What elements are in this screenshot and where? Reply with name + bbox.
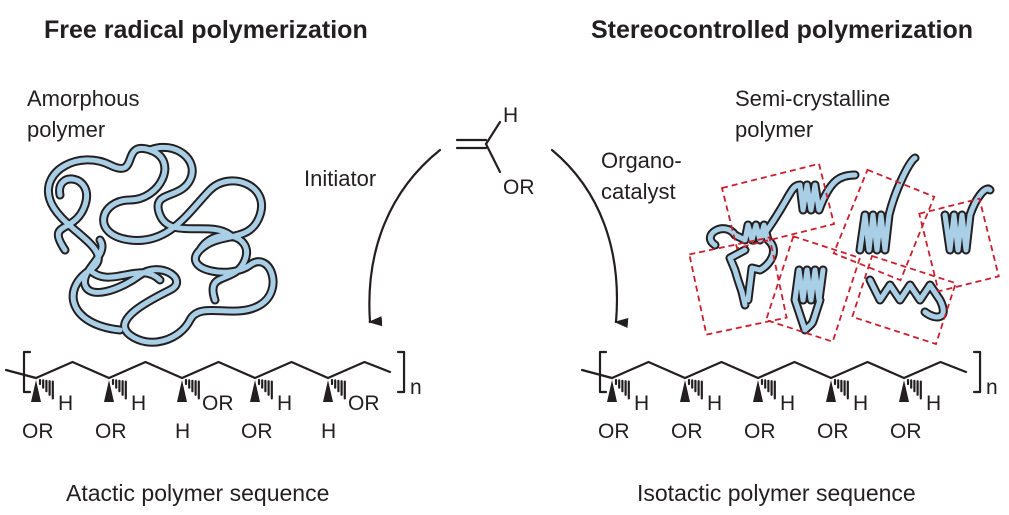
substituent-right: OR (202, 392, 234, 415)
monomer-or-group: OR (503, 176, 535, 199)
substituent-right: H (853, 392, 868, 415)
substituent-right: H (58, 392, 73, 415)
organocatalyst-label-line1: Organo- (601, 148, 682, 173)
substituent-right: H (926, 392, 941, 415)
monomer-hydrogen: H (503, 104, 518, 127)
substituent-right: H (131, 392, 146, 415)
chain-bond (580, 368, 614, 380)
open-bracket (22, 350, 32, 394)
wedge-bond (680, 380, 690, 402)
chain-bond (4, 368, 38, 380)
close-bracket (972, 350, 982, 394)
semicrystalline-label-line2: polymer (735, 117, 813, 142)
amorphous-label-line1: Amorphous (27, 86, 140, 111)
crystal-box (764, 235, 862, 343)
monomer-structure: H OR (455, 104, 535, 199)
substituent-right: H (277, 392, 292, 415)
atactic-sequence-label: Atactic polymer sequence (66, 480, 329, 506)
crystal-box (688, 236, 788, 336)
initiator-label: Initiator (304, 166, 376, 191)
chain-backbone (34, 360, 392, 380)
wedge-bond (177, 380, 187, 402)
amorphous-polymer-coil (43, 142, 278, 347)
substituent-right: H (634, 392, 649, 415)
crystal-box (918, 197, 1000, 293)
wedge-bond (104, 380, 114, 402)
wedge-bond (31, 380, 41, 402)
substituent-down: OR (95, 420, 127, 443)
close-bracket (396, 350, 406, 394)
substituent-down: OR (671, 420, 703, 443)
wedge-bond (250, 380, 260, 402)
open-bracket (598, 350, 608, 394)
wedge-bond (607, 380, 617, 402)
left-heading: Free radical polymerization (44, 16, 368, 44)
organocatalyst-label-line2: catalyst (601, 179, 676, 204)
wedge-bond (323, 380, 333, 402)
semicrystalline-label-line1: Semi-crystalline (735, 86, 890, 111)
wedge-bond (753, 380, 763, 402)
wedge-bond (826, 380, 836, 402)
amorphous-label-line2: polymer (27, 117, 105, 142)
substituent-down: OR (744, 420, 776, 443)
crystal-box (851, 254, 957, 346)
substituent-down: H (321, 420, 336, 443)
substituent-down: OR (890, 420, 922, 443)
substituent-right: H (780, 392, 795, 415)
chain-backbone (610, 360, 968, 380)
substituent-down: OR (241, 420, 273, 443)
isotactic-sequence-label: Isotactic polymer sequence (637, 480, 916, 506)
semicrystalline-polymer (688, 153, 1000, 346)
wedge-bond (899, 380, 909, 402)
initiator-arrow (368, 148, 442, 327)
substituent-down: OR (598, 420, 630, 443)
repeat-subscript: n (410, 376, 422, 399)
substituent-down: H (175, 420, 190, 443)
organocatalyst-arrow (550, 148, 629, 328)
substituent-right: OR (348, 392, 380, 415)
repeat-subscript: n (986, 376, 998, 399)
substituent-down: OR (22, 420, 54, 443)
crystal-box (720, 162, 836, 250)
right-heading: Stereocontrolled polymerization (591, 16, 973, 44)
substituent-right: H (707, 392, 722, 415)
substituent-down: OR (817, 420, 849, 443)
crystal-box (832, 168, 936, 282)
